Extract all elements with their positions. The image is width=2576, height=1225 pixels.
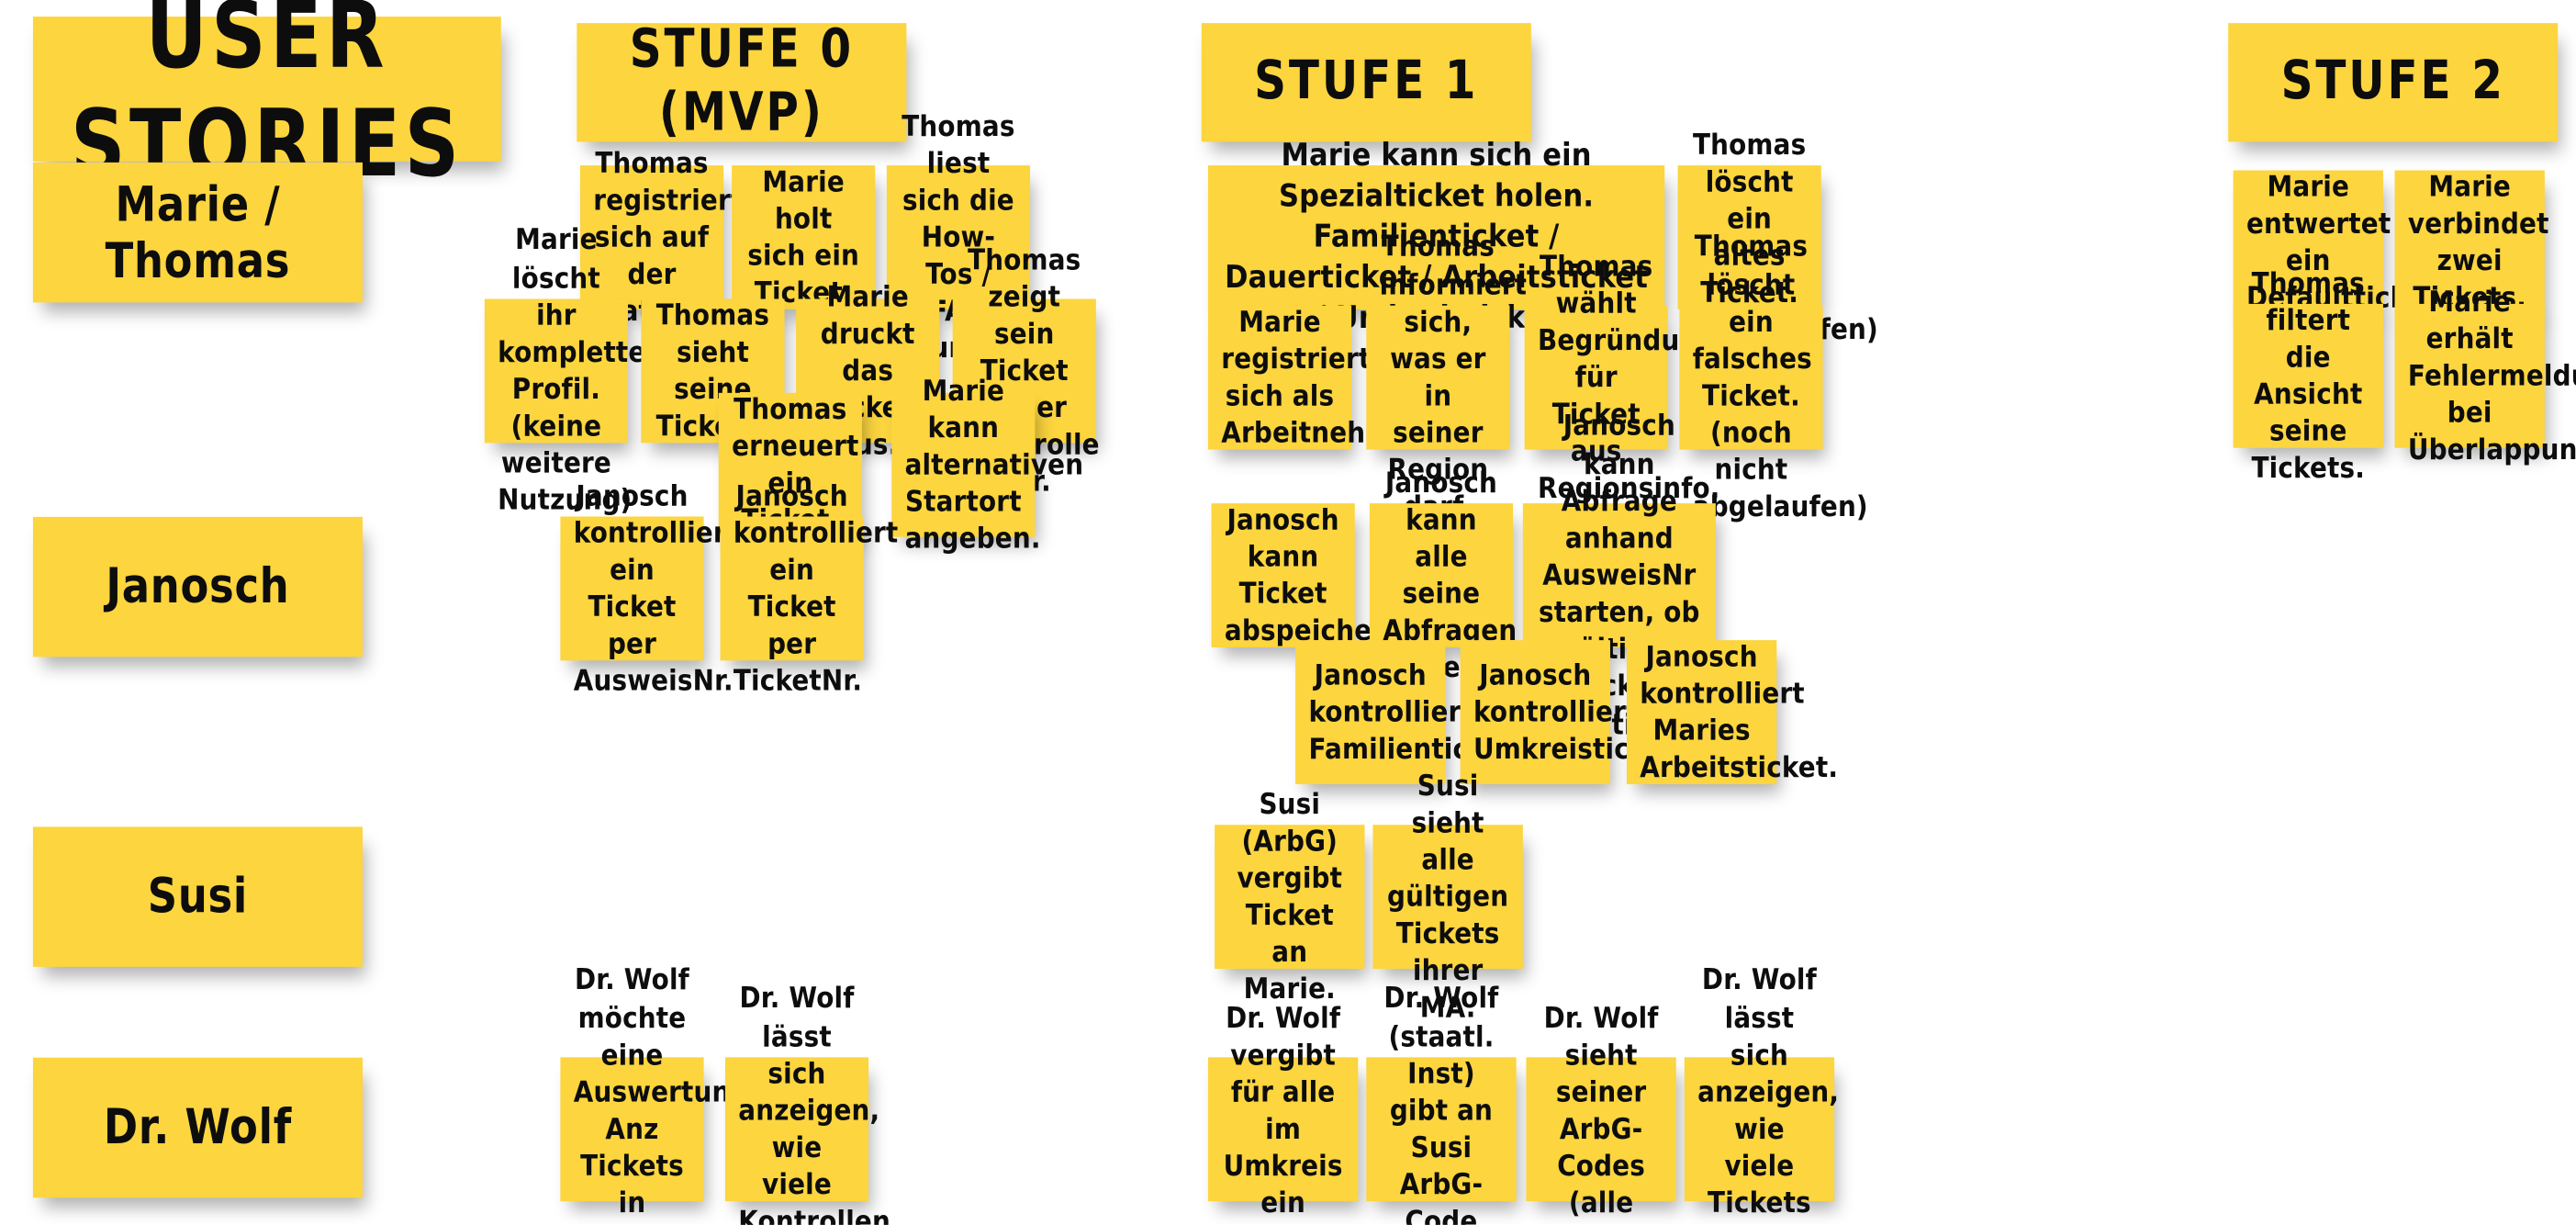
note-text: Janosch kontrolliert Umkreisticket. <box>1473 657 1686 766</box>
note-text: Dr. Wolf lässt sich anzeigen, wie viele … <box>1697 963 1840 1225</box>
note-stufe1-marie-thomas-1[interactable]: Marie kann sich ein Spezialticket holen.… <box>1207 137 1665 337</box>
row-label-marie-thomas[interactable]: Marie / Thomas <box>32 162 363 303</box>
note-text: Dr. Wolf möchte eine Auswertung Anz Tick… <box>573 963 749 1225</box>
note-text: Janosch kontrolliert Familienticket. <box>1308 657 1525 766</box>
note-stufe0-dr-wolf-2[interactable]: Dr. Wolf lässt sich anzeigen, wie viele … <box>724 983 890 1225</box>
note-stufe1-janosch-1[interactable]: Janosch kann Ticket abspeichern. <box>1211 502 1413 648</box>
note-stufe0-dr-wolf-1[interactable]: Dr. Wolf möchte eine Auswertung Anz Tick… <box>560 964 748 1225</box>
note-text: Janosch kann Ticket abspeichern. <box>1224 502 1413 648</box>
note-stufe2-marie-thomas-2[interactable]: Marie verbindet zwei Tickets. <box>2394 170 2548 315</box>
row-label-susi-text: Susi <box>147 868 249 925</box>
note-stufe1-marie-thomas-4[interactable]: Thomas informiert sich, was er in seiner… <box>1366 230 1527 524</box>
note-text: Marie kann alternativen Startort angeben… <box>904 374 1084 556</box>
note-text: Dr. Wolf lässt sich anzeigen, wie viele … <box>738 982 891 1225</box>
note-text: Thomas filtert die Ansicht seine Tickets… <box>2251 265 2366 486</box>
column-header-stufe-0-label: STUFE 0 (MVP) <box>629 19 855 144</box>
note-text: Janosch kontrolliert ein Ticket per Ausw… <box>573 478 739 699</box>
row-label-dr-wolf-text: Dr. Wolf <box>103 1098 292 1156</box>
note-text: Marie registriert sich als Arbeitnehmer. <box>1221 305 1429 450</box>
note-stufe1-marie-thomas-3[interactable]: Marie registriert sich als Arbeitnehmer. <box>1207 305 1429 450</box>
note-stufe0-marie-thomas-9[interactable]: Marie kann alternativen Startort angeben… <box>891 374 1083 556</box>
note-stufe1-dr-wolf-2[interactable]: Dr. Wolf (staatl. Inst) gibt an Susi Arb… <box>1366 983 1517 1225</box>
column-header-stufe-1-label: STUFE 1 <box>1254 51 1479 113</box>
note-text: Thomas löscht ein falsches Ticket. (noch… <box>1692 230 1868 524</box>
note-stufe0-janosch-2[interactable]: Janosch kontrolliert ein Ticket per Tick… <box>720 478 898 698</box>
note-text: Marie löscht ihr komplettes Profil. (kei… <box>498 223 662 518</box>
note-stufe1-dr-wolf-4[interactable]: Dr. Wolf lässt sich anzeigen, wie viele … <box>1684 964 1839 1225</box>
column-header-stufe-1[interactable]: STUFE 1 <box>1201 23 1531 142</box>
note-stufe1-janosch-6[interactable]: Janosch kontrolliert Maries Arbeitsticke… <box>1626 639 1839 785</box>
note-text: Susi sieht alle gültigen Tickets ihrer M… <box>1387 768 1509 1026</box>
note-stufe1-dr-wolf-1[interactable]: Dr. Wolf vergibt für alle im Umkreis ein… <box>1207 1001 1421 1225</box>
note-text: Dr. Wolf (staatl. Inst) gibt an Susi Arb… <box>1383 982 1499 1225</box>
note-stufe2-marie-thomas-4[interactable]: Marie erhält Fehlermeldung bei Überlappu… <box>2394 285 2576 466</box>
board-title-note[interactable]: USER STORIES <box>32 0 501 197</box>
note-stufe1-janosch-2[interactable]: Janosch kann alle seine Abfragen einsehe… <box>1369 466 1524 685</box>
note-text: Thomas informiert sich, was er in seiner… <box>1379 230 1528 524</box>
note-stufe2-marie-thomas-3[interactable]: Thomas filtert die Ansicht seine Tickets… <box>2233 266 2383 486</box>
note-stufe2-marie-thomas-1[interactable]: Marie entwertet ein Defaultticket. <box>2233 170 2447 315</box>
note-text: Susi (ArbG) vergibt Ticket an Marie. <box>1237 787 1343 1006</box>
note-stufe0-marie-thomas-8[interactable]: Thomas erneuert ein Ticket. <box>718 392 862 537</box>
note-stufe1-janosch-5[interactable]: Janosch kontrolliert Umkreisticket. <box>1460 640 1686 784</box>
column-header-stufe-2-label: STUFE 2 <box>2280 51 2505 113</box>
note-stufe1-marie-thomas-6[interactable]: Thomas löscht ein falsches Ticket. (noch… <box>1679 230 1868 524</box>
row-label-janosch-text: Janosch <box>106 557 290 615</box>
row-label-susi[interactable]: Susi <box>32 826 363 967</box>
column-header-stufe-0[interactable]: STUFE 0 (MVP) <box>577 19 907 144</box>
note-text: Janosch kontrolliert ein Ticket per Tick… <box>733 478 899 699</box>
row-label-janosch[interactable]: Janosch <box>32 516 363 657</box>
column-header-stufe-2[interactable]: STUFE 2 <box>2228 23 2559 142</box>
note-stufe1-susi-2[interactable]: Susi sieht alle gültigen Tickets ihrer M… <box>1372 769 1523 1025</box>
note-text: Dr. Wolf sieht seiner ArbG-Codes (alle S… <box>1543 1001 1659 1225</box>
note-text: Janosch kontrolliert Maries Arbeitsticke… <box>1640 639 1839 785</box>
row-label-dr-wolf[interactable]: Dr. Wolf <box>32 1057 363 1198</box>
note-stufe1-janosch-3[interactable]: Janosch kann Abfrage anhand AusweisNr st… <box>1522 410 1716 741</box>
row-label-marie-thomas-text: Marie / Thomas <box>105 174 291 289</box>
note-stufe1-susi-1[interactable]: Susi (ArbG) vergibt Ticket an Marie. <box>1215 787 1365 1006</box>
note-stufe0-marie-thomas-4[interactable]: Marie löscht ihr komplettes Profil. (kei… <box>484 224 661 518</box>
note-stufe1-janosch-4[interactable]: Janosch kontrolliert Familienticket. <box>1295 640 1525 784</box>
note-text: Dr. Wolf vergibt für alle im Umkreis ein… <box>1221 1001 1421 1225</box>
note-stufe1-dr-wolf-3[interactable]: Dr. Wolf sieht seiner ArbG-Codes (alle S… <box>1526 1001 1676 1225</box>
note-stufe0-janosch-1[interactable]: Janosch kontrolliert ein Ticket per Ausw… <box>560 478 738 698</box>
note-text: Marie erhält Fehlermeldung bei Überlappu… <box>2407 285 2576 467</box>
note-text: Marie kann sich ein Spezialticket holen.… <box>1225 137 1649 337</box>
